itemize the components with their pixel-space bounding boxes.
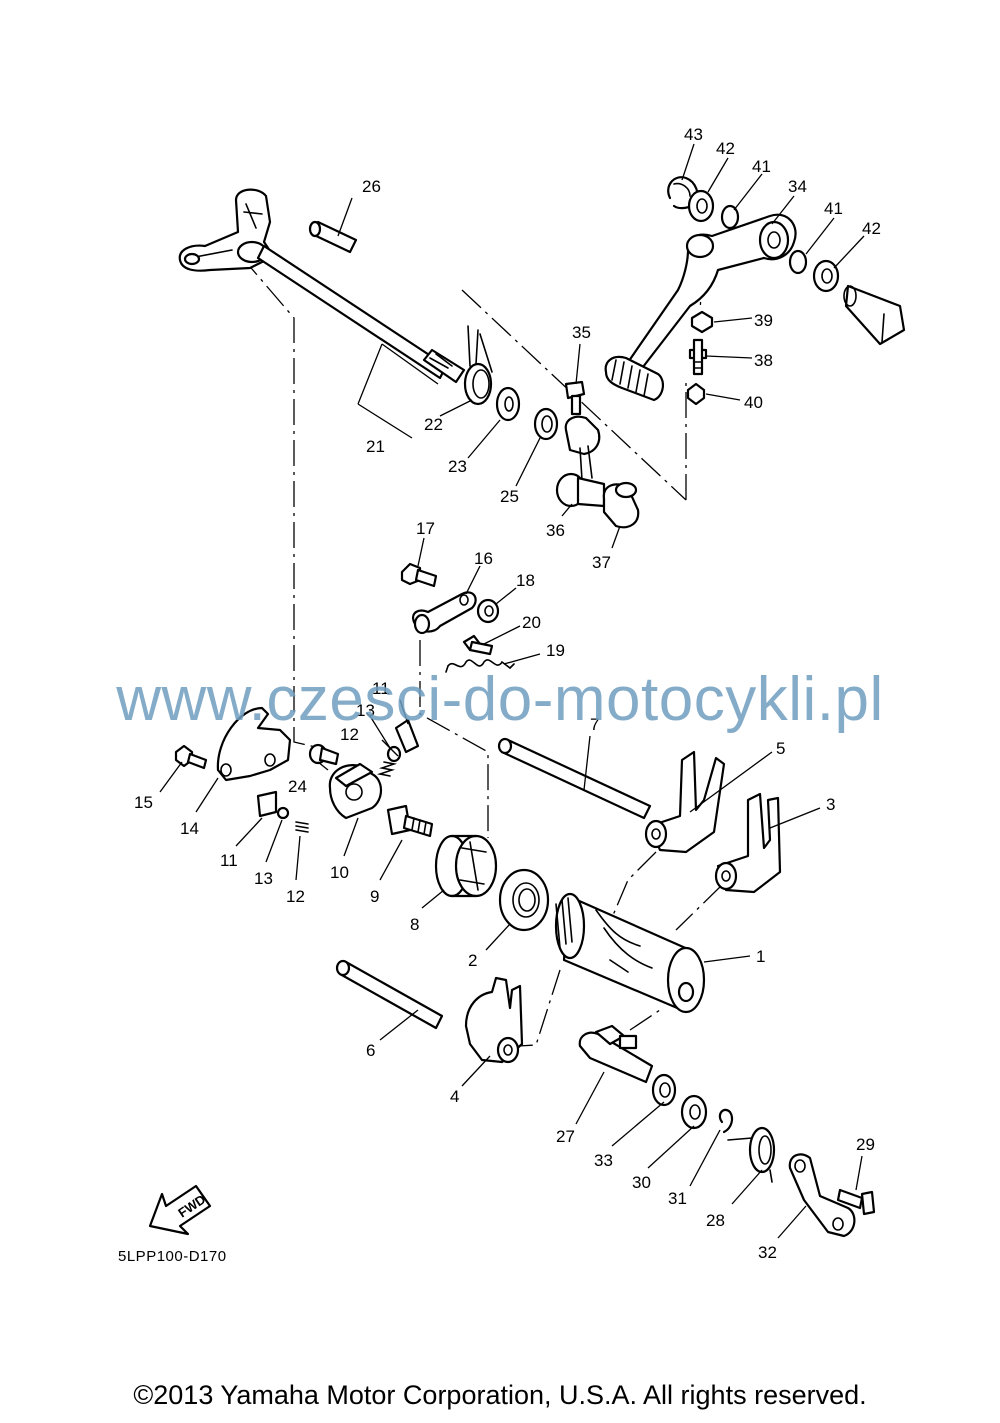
callout-label: 11 xyxy=(220,851,238,870)
callout-label: 29 xyxy=(856,1135,875,1154)
callout-label: 33 xyxy=(594,1151,613,1170)
callout-label: 41 xyxy=(824,199,843,218)
callout-label: 32 xyxy=(758,1243,777,1262)
callout-label: 5 xyxy=(776,739,785,758)
callout-label: 31 xyxy=(668,1189,687,1208)
pawl-part xyxy=(256,718,420,833)
segment-part xyxy=(174,706,292,782)
callout-label: 1 xyxy=(756,947,765,966)
callout-label: 16 xyxy=(474,549,493,568)
callout-label: 40 xyxy=(744,393,763,412)
callout-label: 25 xyxy=(500,487,519,506)
callout-label: 35 xyxy=(572,323,591,342)
callout-label: 24 xyxy=(288,777,307,796)
callout-label: 11 xyxy=(372,679,390,698)
callout-label: 7 xyxy=(590,715,599,734)
pedal-hardware-part xyxy=(686,310,714,406)
callout-label: 13 xyxy=(356,701,375,720)
rod-end-part xyxy=(555,472,640,529)
callout-label: 23 xyxy=(448,457,467,476)
callout-label: 26 xyxy=(362,177,381,196)
circlip-31-part xyxy=(718,1108,734,1134)
callout-label: 14 xyxy=(180,819,199,838)
callout-label: 43 xyxy=(684,125,703,144)
callout-label: 12 xyxy=(286,887,305,906)
washer-30-part xyxy=(680,1094,708,1130)
guide-bar-6-part xyxy=(335,959,444,1030)
callout-label: 17 xyxy=(416,519,435,538)
callout-label: 3 xyxy=(826,795,835,814)
bolt-9-part xyxy=(386,804,434,838)
callout-label: 12 xyxy=(340,725,359,744)
callout-label: 15 xyxy=(134,793,153,812)
pawl-holder-part xyxy=(328,762,383,820)
callout-label: 2 xyxy=(468,951,477,970)
callout-label: 41 xyxy=(752,157,771,176)
shift-fork-4-part xyxy=(464,976,524,1064)
callout-label: 27 xyxy=(556,1127,575,1146)
collar-33-part xyxy=(651,1073,677,1107)
bracket-part xyxy=(788,1153,876,1238)
bearing-part xyxy=(498,868,550,932)
callout-label: 37 xyxy=(592,553,611,572)
callout-label: 38 xyxy=(754,351,773,370)
pin-24-part xyxy=(308,743,340,766)
shift-fork-3-part xyxy=(714,792,782,894)
shift-drum-part xyxy=(554,892,706,1014)
callout-label: 8 xyxy=(410,915,419,934)
callout-label: 34 xyxy=(788,177,807,196)
dowel-pin-part xyxy=(308,220,358,254)
forward-arrow-icon: FWD xyxy=(148,1184,212,1236)
shift-shaft-part xyxy=(178,188,466,384)
callout-label: 4 xyxy=(450,1087,459,1106)
shift-pedal-part xyxy=(604,213,797,402)
torsion-spring-part xyxy=(727,1126,776,1183)
washer-23-part xyxy=(495,386,521,422)
callout-labels: 1 2 3 4 5 6 7 8 9 10 11 12 13 14 15 16 1… xyxy=(134,125,881,1262)
callout-label: 22 xyxy=(424,415,443,434)
callout-label: 21 xyxy=(366,437,385,456)
callout-label: 28 xyxy=(706,1211,725,1230)
callout-label: 30 xyxy=(632,1173,651,1192)
callout-label: 20 xyxy=(522,613,541,632)
website-watermark: www.czesci-do-motocykli.pl xyxy=(116,665,884,734)
segment-8-part xyxy=(434,834,498,898)
shift-fork-5-part xyxy=(644,750,726,854)
diagram-code: 5LPP100-D170 xyxy=(118,1248,227,1265)
guide-bar-7-part xyxy=(497,737,652,820)
callout-label: 6 xyxy=(366,1041,375,1060)
callout-label: 10 xyxy=(330,863,349,882)
shift-arm-part xyxy=(564,415,601,481)
copyright-notice: ©2013 Yamaha Motor Corporation, U.S.A. A… xyxy=(133,1380,867,1410)
o-ring-41-part xyxy=(720,204,808,275)
oil-seal-part xyxy=(533,407,559,441)
callout-label: 42 xyxy=(862,219,881,238)
callout-label: 39 xyxy=(754,311,773,330)
washer-42-part xyxy=(687,189,840,293)
pivot-shaft-part xyxy=(843,284,906,346)
callout-label: 36 xyxy=(546,521,565,540)
callout-label: 9 xyxy=(370,887,379,906)
callout-label: 42 xyxy=(716,139,735,158)
leader-lines xyxy=(159,143,865,1239)
shift-shaft-27-part xyxy=(578,1024,654,1084)
callout-label: 13 xyxy=(254,869,273,888)
return-spring-part xyxy=(463,325,493,406)
callout-label: 19 xyxy=(546,641,565,660)
bolt-35-part xyxy=(564,380,586,416)
stopper-lever-part xyxy=(400,562,515,673)
callout-label: 18 xyxy=(516,571,535,590)
